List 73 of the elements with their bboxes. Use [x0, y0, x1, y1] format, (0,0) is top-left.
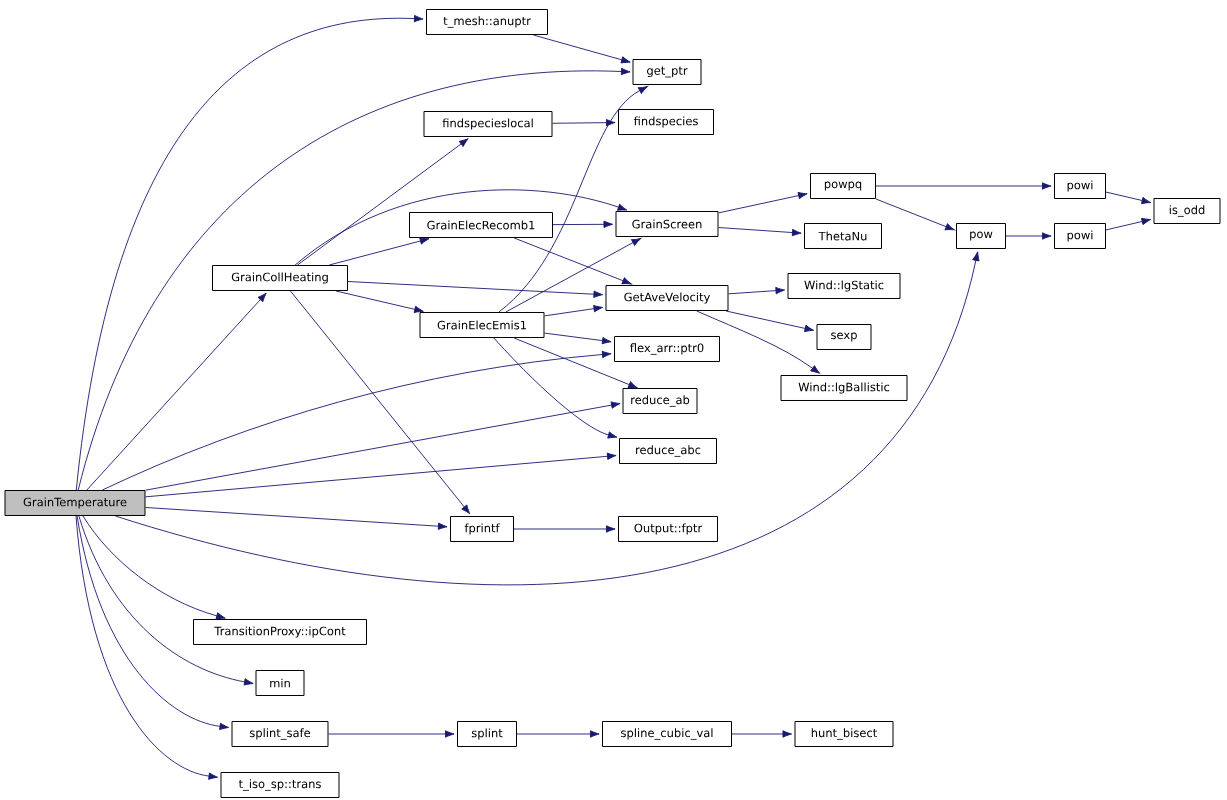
arrow	[347, 281, 604, 298]
arrow	[728, 286, 786, 295]
function-box: sexp	[816, 324, 872, 350]
arrow	[75, 515, 219, 780]
arrow	[328, 730, 455, 738]
arrow	[544, 332, 612, 345]
arrow	[75, 14, 424, 491]
function-box: is_odd	[1153, 198, 1221, 224]
arrow	[513, 337, 638, 389]
function-box: Wind::lgBallistic	[780, 375, 908, 401]
arrow	[145, 401, 621, 491]
arrow	[505, 237, 642, 313]
function-box: hunt_bisect	[794, 721, 894, 747]
arrow	[493, 337, 618, 439]
function-box: splint_safe	[231, 721, 329, 747]
arrow	[335, 290, 424, 313]
arrow	[875, 198, 955, 231]
function-box: pow	[956, 223, 1006, 249]
arrow	[696, 310, 821, 374]
function-box: t_iso_sp::trans	[220, 772, 340, 798]
function-box: spline_cubic_val	[602, 721, 732, 747]
function-box: min	[255, 670, 305, 696]
arrow	[76, 515, 230, 731]
function-box: Output::fptr	[618, 516, 718, 542]
arrow	[1005, 232, 1052, 240]
arrow	[513, 525, 616, 533]
arrow	[82, 515, 226, 620]
function-box: GrainTemperature	[4, 490, 146, 516]
arrow	[86, 292, 267, 491]
arrow	[498, 85, 648, 313]
function-box: GrainElecRecomb1	[409, 212, 553, 238]
arrow	[328, 237, 430, 266]
function-box: GetAveVelocity	[605, 285, 729, 311]
arrow	[77, 67, 631, 491]
function-box: ThetaNu	[804, 223, 882, 249]
function-box: reduce_abc	[619, 438, 717, 464]
function-box: splint	[457, 721, 517, 747]
arrow	[875, 182, 1052, 190]
arrow	[718, 227, 802, 237]
function-box: get_ptr	[632, 59, 702, 85]
function-box: powi	[1054, 173, 1106, 199]
function-box: GrainScreen	[615, 211, 719, 237]
arrow	[145, 452, 617, 498]
arrow	[532, 34, 631, 64]
function-box: GrainCollHeating	[212, 265, 348, 291]
arrow	[725, 310, 815, 333]
function-box: TransitionProxy::ipCont	[193, 619, 367, 645]
arrow	[101, 350, 612, 491]
arrow	[544, 305, 604, 317]
arrow	[552, 119, 616, 127]
arrow	[1105, 191, 1152, 205]
function-box: findspecieslocal	[423, 111, 553, 137]
arrow	[297, 138, 469, 266]
function-box: flex_arr::ptr0	[614, 336, 720, 362]
arrow	[516, 730, 600, 738]
arrow	[718, 191, 808, 214]
function-box: powpq	[810, 173, 876, 199]
function-box: findspecies	[618, 109, 714, 135]
function-box: reduce_ab	[622, 388, 698, 414]
arrow	[78, 515, 254, 686]
arrow	[1105, 217, 1152, 231]
arrow	[290, 290, 471, 515]
arrow	[145, 507, 448, 530]
function-box: Wind::lgStatic	[787, 273, 901, 299]
arrow	[552, 220, 614, 228]
function-box: t_mesh::anuptr	[426, 9, 548, 35]
arrow	[513, 237, 632, 285]
arrow	[731, 730, 793, 738]
arrow	[294, 189, 628, 266]
function-box: powi	[1054, 223, 1106, 249]
function-box: GrainElecEmis1	[419, 312, 545, 338]
arrow	[114, 251, 980, 586]
function-box: fprintf	[450, 516, 514, 542]
